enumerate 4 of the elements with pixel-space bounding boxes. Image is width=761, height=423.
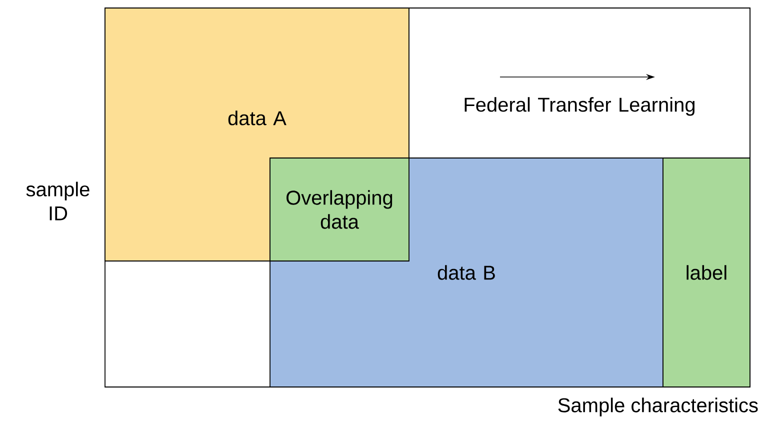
text-box: Federal Transfer Learning: [408, 8, 750, 158]
overlap-box: Overlapping data: [270, 158, 410, 262]
label-box: label: [662, 158, 750, 388]
axis-label: Sample characteristics: [558, 398, 758, 416]
